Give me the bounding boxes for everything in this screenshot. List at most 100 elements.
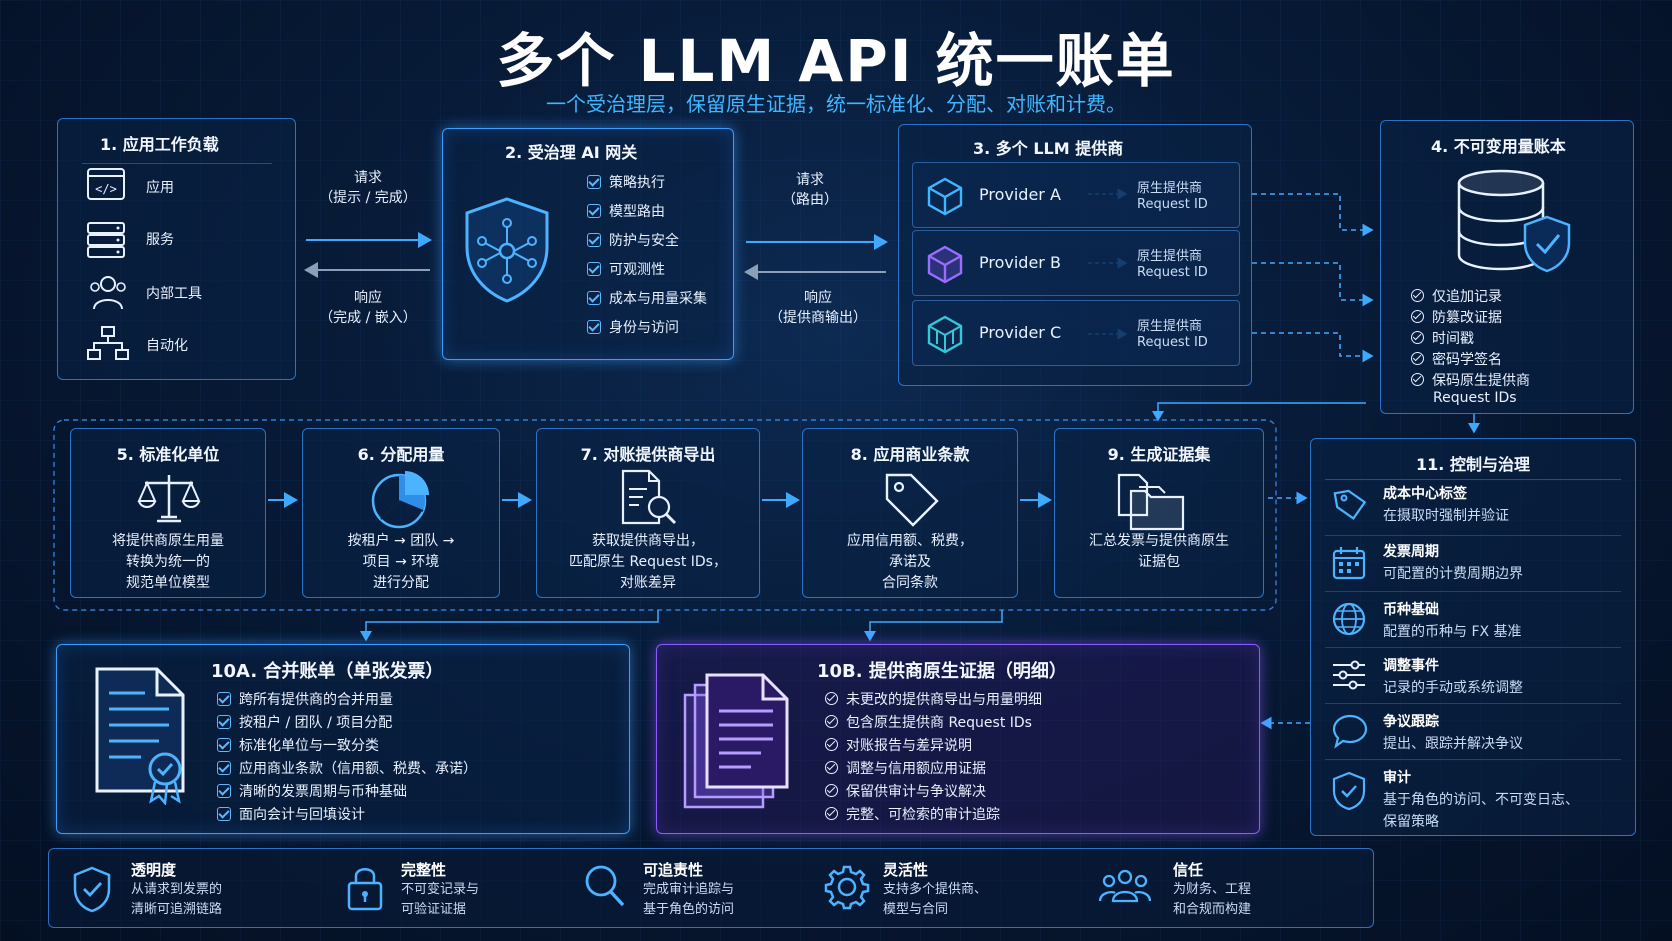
evidence-feature: 未更改的提供商导出与用量明细 xyxy=(825,687,1042,710)
footer-item-head: 透明度 xyxy=(131,861,177,879)
check-icon xyxy=(825,784,838,797)
gateway-feature: 成本与用量采集 xyxy=(587,283,707,312)
check-icon xyxy=(587,261,601,276)
footer-item-line: 支持多个提供商、 xyxy=(883,882,988,897)
evidence-feature-label: 包含原生提供商 Request IDs xyxy=(846,714,1032,731)
invoice-feature: 应用商业条款（信用额、税费、承诺） xyxy=(217,756,477,779)
check-icon xyxy=(587,174,601,189)
ledger-feature-label: 密码学签名 xyxy=(1432,351,1502,368)
provider-id-label: 原生提供商 xyxy=(1137,181,1203,196)
check-icon xyxy=(825,761,838,774)
shield-check-icon xyxy=(1331,771,1367,815)
gateway-feature-label: 防护与安全 xyxy=(609,232,679,249)
lock-icon xyxy=(345,863,385,915)
footer-item-line: 为财务、工程 xyxy=(1173,882,1252,897)
gateway-feature-label: 身份与访问 xyxy=(609,319,679,336)
provider-id-label: 原生提供商 xyxy=(1137,319,1203,334)
step-title: 8. 应用商业条款 xyxy=(850,445,970,464)
footer-item-line: 从请求到发票的 xyxy=(131,882,223,897)
footer-item-head: 信任 xyxy=(1173,861,1204,879)
footer-item-line: 不可变记录与 xyxy=(401,882,480,897)
invoice-feature-label: 清晰的发票周期与币种基础 xyxy=(239,783,407,800)
folders-icon xyxy=(1115,471,1191,537)
check-icon xyxy=(217,806,231,821)
provider-name: Provider B xyxy=(979,253,1061,272)
request-label-1: 请求 （提示 / 完成） xyxy=(300,168,436,208)
invoice-feature: 清晰的发票周期与币种基础 xyxy=(217,779,477,802)
gateway-feature: 模型路由 xyxy=(587,196,707,225)
governance-item-desc: 保留策略 xyxy=(1383,814,1439,830)
evidence-feature: 完整、可检索的审计追踪 xyxy=(825,802,1042,825)
step-allocate: 6. 分配用量 按租户 → 团队 → 项目 → 环境 进行分配 xyxy=(302,428,500,598)
globe-icon xyxy=(1331,601,1367,641)
gateway-feature: 策略执行 xyxy=(587,167,707,196)
response-sub-text: （提供商输出） xyxy=(769,310,867,326)
ledger-panel: 4. 不可变用量账本 仅追加记录 防篡改证据 时间戳 密码学签名 保码原生提供商… xyxy=(1380,120,1634,414)
step-line: 获取提供商导出， xyxy=(592,533,704,549)
document-search-icon xyxy=(619,469,681,531)
gear-icon xyxy=(823,863,871,915)
evidence-feature-label: 保留供审计与争议解决 xyxy=(846,783,986,800)
users-icon xyxy=(1098,867,1152,911)
footer-item-line: 和合规而构建 xyxy=(1173,902,1252,917)
page-title: 多个 LLM API 统一账单 xyxy=(496,27,1176,95)
label-icon xyxy=(1331,487,1367,527)
ledger-feature-label: 防篡改证据 xyxy=(1432,309,1502,326)
sliders-icon xyxy=(1331,657,1367,697)
governance-item-desc: 基于角色的访问、不可变日志、 xyxy=(1383,792,1579,808)
check-icon xyxy=(217,783,231,798)
footer-item-head: 完整性 xyxy=(401,861,447,879)
footer-item: 信任 为财务、工程 和合规而构建 xyxy=(1173,859,1251,920)
step-description: 汇总发票与提供商原生 证据包 xyxy=(1055,531,1263,573)
flow-icon xyxy=(86,325,130,365)
workload-panel: 1. 应用工作负载 </> 应用 服务 内部工具 自动化 xyxy=(57,118,296,380)
gateway-feature-label: 策略执行 xyxy=(609,174,665,191)
step-line: 汇总发票与提供商原生 xyxy=(1089,533,1229,549)
footer-item: 完整性 不可变记录与 可验证证据 xyxy=(401,859,479,920)
shield-network-icon xyxy=(461,195,553,309)
check-icon xyxy=(1411,331,1424,344)
footer-item: 透明度 从请求到发票的 清晰可追溯链路 xyxy=(131,859,222,920)
ledger-feature: 时间戳 xyxy=(1411,327,1530,348)
provider-row: Provider A 原生提供商 Request ID xyxy=(912,162,1240,228)
governance-item-desc: 提出、跟踪并解决争议 xyxy=(1383,736,1523,752)
stacked-documents-icon xyxy=(681,671,801,815)
governance-item: 审计 基于角色的访问、不可变日志、 保留策略 xyxy=(1383,767,1579,831)
invoice-feature-label: 应用商业条款（信用额、税费、承诺） xyxy=(239,760,477,777)
workload-item-automation: 自动化 xyxy=(146,338,188,354)
check-icon xyxy=(1411,352,1424,365)
invoice-feature: 跨所有提供商的合并用量 xyxy=(217,687,477,710)
evidence-feature-label: 对账报告与差异说明 xyxy=(846,737,972,754)
check-icon xyxy=(587,290,601,305)
provider-name: Provider C xyxy=(979,323,1062,342)
invoice-features: 跨所有提供商的合并用量 按租户 / 团队 / 项目分配 标准化单位与一致分类 应… xyxy=(217,687,477,825)
governance-item-head: 调整事件 xyxy=(1383,658,1439,674)
evidence-feature: 对账报告与差异说明 xyxy=(825,733,1042,756)
footer-item-head: 灵活性 xyxy=(883,861,929,879)
step-line: 承诺及 xyxy=(889,554,931,570)
check-icon xyxy=(587,203,601,218)
footer-item-line: 模型与合同 xyxy=(883,902,949,917)
step-line: 进行分配 xyxy=(373,575,429,591)
step-title: 7. 对账提供商导出 xyxy=(580,445,716,464)
governance-item: 发票周期 可配置的计费周期边界 xyxy=(1383,541,1523,583)
request-label-2: 请求 （路由） xyxy=(750,170,870,210)
step-line: 将提供商原生用量 xyxy=(112,533,224,549)
invoice-feature-label: 标准化单位与一致分类 xyxy=(239,737,379,754)
providers-title: 3. 多个 LLM 提供商 xyxy=(973,139,1124,158)
step-terms: 8. 应用商业条款 应用信用额、税费， 承诺及 合同条款 xyxy=(802,428,1018,598)
provider-row: Provider C 原生提供商 Request ID xyxy=(912,300,1240,366)
evidence-feature-label: 调整与信用额应用证据 xyxy=(846,760,986,777)
ledger-feature-sub: Request IDs xyxy=(1433,390,1517,406)
gateway-feature-label: 成本与用量采集 xyxy=(609,290,707,307)
provider-name: Provider A xyxy=(979,185,1061,204)
scale-icon xyxy=(137,471,201,529)
governance-item-desc: 记录的手动或系统调整 xyxy=(1383,680,1523,696)
governance-item-desc: 在摄取时强制并验证 xyxy=(1383,508,1509,524)
cube-icon xyxy=(925,244,965,288)
response-text: 响应 xyxy=(804,290,832,306)
step-title: 5. 标准化单位 xyxy=(116,445,220,464)
check-icon xyxy=(825,715,838,728)
step-description: 按租户 → 团队 → 项目 → 环境 进行分配 xyxy=(303,531,499,594)
step-line: 匹配原生 Request IDs， xyxy=(569,554,727,570)
